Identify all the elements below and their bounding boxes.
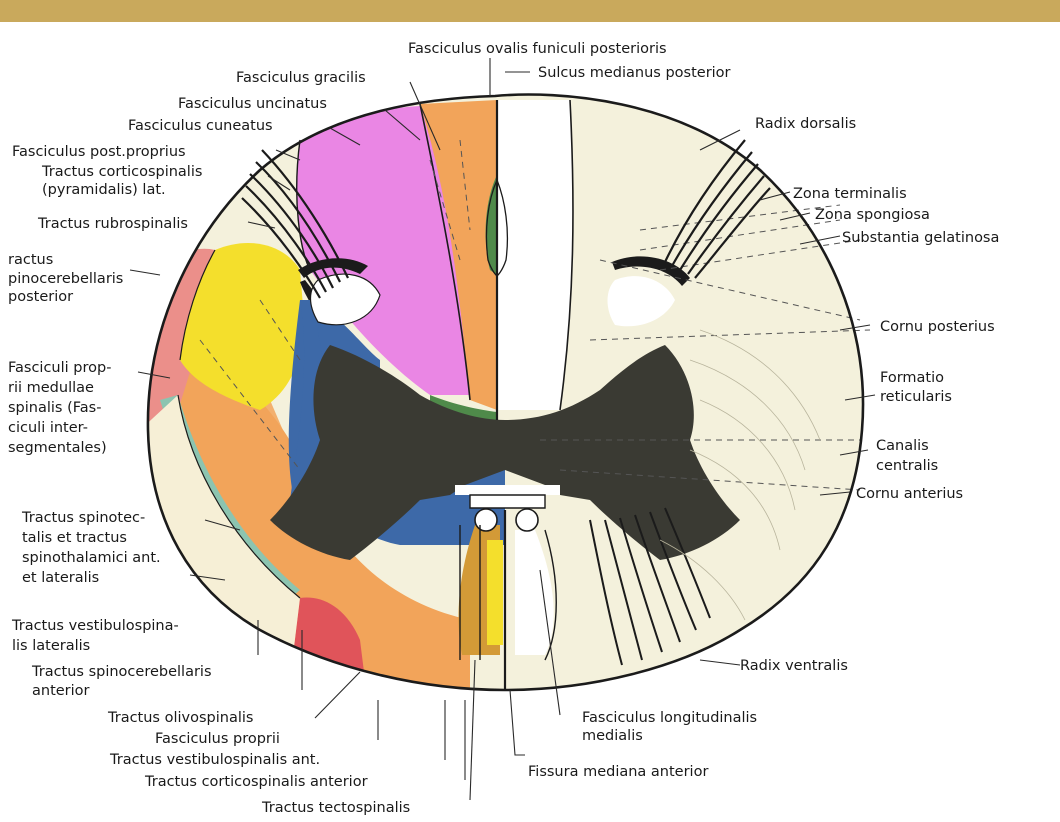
- label-fasciculus-longitudinalis: Fasciculus longitudinalis: [582, 710, 757, 726]
- label-fasciculi-proprii-2: rii medullae: [8, 380, 94, 396]
- label-fasciculus-ovalis: Fasciculus ovalis funiculi posterioris: [408, 41, 667, 57]
- label-cornu-posterius: Cornu posterius: [880, 319, 995, 335]
- label-sulcus-medianus-posterior: Sulcus medianus posterior: [538, 65, 731, 81]
- label-canalis-centralis: Canalis: [876, 438, 929, 454]
- label-spinotectalis-3: spinothalamici ant.: [22, 550, 161, 566]
- label-fasciculus-proprii: Fasciculus proprii: [155, 731, 280, 747]
- vestibulospinalis-anterior-region: [487, 540, 503, 645]
- label-fasciculus-cuneatus: Fasciculus cuneatus: [128, 118, 273, 134]
- anterior-commissure: [455, 485, 560, 495]
- label-spinocerebellaris-posterior-3: posterior: [8, 289, 73, 305]
- label-spinocerebellaris-posterior: ractus: [8, 252, 53, 268]
- canal-circle-right: [516, 509, 538, 531]
- label-spinocerebellaris-anterior-2: anterior: [32, 683, 90, 699]
- label-spinocerebellaris-anterior: Tractus spinocerebellaris: [31, 664, 212, 680]
- label-tractus-corticospinalis-lat-2: (pyramidalis) lat.: [42, 182, 166, 198]
- label-formatio-reticularis: Formatio: [880, 370, 944, 386]
- canalis-centralis: [470, 495, 545, 508]
- label-vestibulospinalis-lateralis: Tractus vestibulospina-: [11, 618, 179, 634]
- fasciculus-gracilis-right: [497, 100, 573, 410]
- label-vestibulospinalis-lateralis-2: lis lateralis: [12, 638, 90, 654]
- label-spinotectalis: Tractus spinotec-: [21, 510, 145, 526]
- canal-circle-left: [475, 509, 497, 531]
- label-tractus-olivospinalis: Tractus olivospinalis: [107, 710, 253, 726]
- label-spinotectalis-2: talis et tractus: [22, 530, 127, 546]
- label-spinocerebellaris-posterior-2: pinocerebellaris: [8, 271, 123, 287]
- label-fasciculi-proprii-3: spinalis (Fas-: [8, 400, 101, 416]
- label-fissura-mediana-anterior: Fissura mediana anterior: [528, 764, 708, 780]
- label-zona-spongiosa: Zona spongiosa: [815, 207, 930, 223]
- label-fasciculus-longitudinalis-2: medialis: [582, 728, 643, 744]
- label-tractus-rubrospinalis: Tractus rubrospinalis: [37, 216, 188, 232]
- label-fasciculus-post-proprius: Fasciculus post.proprius: [12, 144, 186, 160]
- label-tractus-corticospinalis-lat: Tractus corticospinalis: [41, 164, 202, 180]
- label-fasciculus-gracilis: Fasciculus gracilis: [236, 70, 366, 86]
- label-canalis-centralis-2: centralis: [876, 458, 938, 474]
- label-fasciculus-uncinatus: Fasciculus uncinatus: [178, 96, 327, 112]
- label-tractus-tectospinalis: Tractus tectospinalis: [261, 800, 410, 816]
- label-vestibulospinalis-ant: Tractus vestibulospinalis ant.: [109, 752, 320, 768]
- label-radix-ventralis: Radix ventralis: [740, 658, 848, 674]
- label-fasciculi-proprii: Fasciculi prop-: [8, 360, 111, 376]
- label-fasciculi-proprii-4: ciculi inter-: [8, 420, 88, 436]
- label-substantia-gelatinosa: Substantia gelatinosa: [842, 230, 999, 246]
- label-corticospinalis-anterior: Tractus corticospinalis anterior: [144, 774, 368, 790]
- label-fasciculi-proprii-5: segmentales): [8, 440, 107, 456]
- label-radix-dorsalis: Radix dorsalis: [755, 116, 856, 132]
- label-cornu-anterius: Cornu anterius: [856, 486, 963, 502]
- label-formatio-reticularis-2: reticularis: [880, 389, 952, 405]
- label-spinotectalis-4: et lateralis: [22, 570, 99, 586]
- label-zona-terminalis: Zona terminalis: [793, 186, 907, 202]
